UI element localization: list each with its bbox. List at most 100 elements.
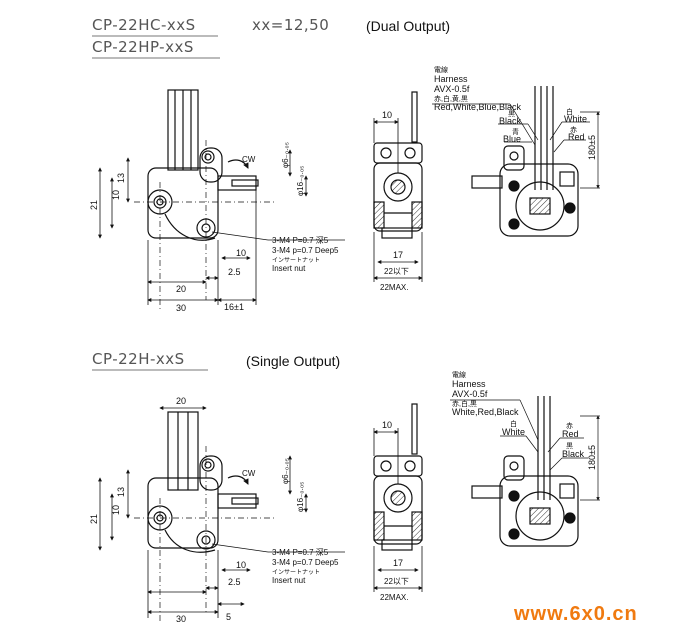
dual-wire-type: AVX-0.5f	[434, 84, 470, 94]
dual-dim-30: 30	[176, 303, 186, 313]
single-rear-view	[471, 396, 579, 547]
dual-wire-colors: Red,White,Blue,Black	[434, 102, 522, 112]
single-top-lug	[199, 455, 223, 491]
single-wire-bundle	[167, 411, 199, 491]
dual-dim-20: 20	[176, 284, 186, 294]
dual-insert-en: Insert nut	[272, 264, 306, 273]
dual-shaft	[217, 175, 257, 191]
dual-white: White	[564, 114, 587, 124]
dual-top-hole	[201, 150, 215, 164]
dual-thread-1: 3-M4 P=0.7 深5	[272, 236, 329, 245]
dual-rear-body	[499, 163, 579, 237]
single-dim-2-5: 2.5	[228, 577, 241, 587]
dual-black: Black	[499, 116, 522, 126]
dual-model-hp-title: CP-22HP-xxS	[92, 38, 194, 56]
dual-dim-10-bottom: 10	[236, 248, 246, 258]
dual-shaft-large: φ6₋₀.₀₅	[281, 142, 290, 168]
single-dim-5: 5	[226, 612, 231, 622]
title-underlines	[92, 35, 220, 371]
single-wire-colors-jp: 赤,白,黒	[452, 399, 477, 408]
single-side-dim-22: 22以下	[384, 577, 409, 586]
single-shaft-small: φ16₋₀.₀₅	[296, 482, 305, 512]
dual-harness: Harness	[434, 74, 468, 84]
single-red-jp: 赤	[566, 422, 573, 430]
dual-front-dimensions	[98, 149, 308, 305]
single-dim-180: 180±5	[587, 445, 597, 470]
dual-rear-leaders	[432, 103, 600, 189]
single-dim-10-bottom: 10	[236, 560, 246, 570]
single-white: White	[502, 427, 525, 437]
single-front-view	[134, 411, 345, 622]
dual-side-dim-10: 10	[382, 110, 392, 120]
dual-side-dimensions	[373, 118, 423, 282]
dual-red-jp: 赤	[570, 126, 577, 134]
single-white-jp: 白	[510, 419, 517, 428]
dual-side-dim-22max: 22MAX.	[380, 283, 408, 292]
single-red: Red	[562, 429, 579, 439]
single-black-jp: 黒	[566, 442, 573, 450]
single-harness: Harness	[452, 379, 486, 389]
dual-rear-view	[471, 86, 579, 237]
dual-thread-2: 3-M4 p=0.7 Deep5	[272, 246, 339, 255]
dual-dim-180: 180±5	[587, 135, 597, 160]
single-dim-10-left: 10	[111, 505, 121, 515]
single-cw-label: CW	[242, 469, 256, 478]
dual-dim-16: 16±1	[224, 302, 244, 312]
single-model-title: CP-22H-xxS	[92, 350, 185, 368]
single-side-dim-17: 17	[393, 558, 403, 568]
dual-dim-21: 21	[89, 200, 99, 210]
dual-dim-2-5: 2.5	[228, 267, 241, 277]
single-rear-shaft	[471, 485, 503, 499]
dual-side-wire	[411, 91, 418, 143]
single-front-dimensions	[98, 406, 308, 618]
single-rear-leaders	[450, 399, 600, 501]
dual-rear-shaft	[471, 175, 503, 189]
single-wire-colors: White,Red,Black	[452, 407, 519, 417]
dual-wire-colors-jp: 赤,白,黄,黒	[434, 94, 468, 103]
single-rear-pcb	[515, 491, 565, 541]
dual-blue: Blue	[503, 134, 521, 144]
dual-front-view	[134, 89, 345, 310]
single-black: Black	[562, 449, 585, 459]
dual-blue-jp: 青	[512, 127, 519, 136]
dual-red: Red	[568, 132, 585, 142]
dual-side-dim-22: 22以下	[384, 267, 409, 276]
single-dim-30: 30	[176, 614, 186, 624]
single-thread-2: 3-M4 p=0.7 Deep5	[272, 558, 339, 567]
single-body	[147, 477, 219, 549]
dual-output-note: (Dual Output)	[366, 18, 451, 34]
dual-dim-13: 13	[116, 173, 126, 183]
watermark-text: www.6x0.cn	[514, 603, 638, 625]
single-side-dim-22max: 22MAX.	[380, 593, 408, 602]
dual-white-jp: 白	[566, 107, 573, 116]
single-shaft-large: φ6₋₀.₀₅	[281, 458, 290, 484]
single-output-note: (Single Output)	[246, 353, 341, 369]
single-thread-1: 3-M4 P=0.7 深5	[272, 548, 329, 557]
single-insert-jp: インサートナット	[272, 569, 320, 576]
single-rear-body	[499, 475, 579, 547]
dual-rear-pcb	[515, 181, 565, 231]
single-side-view	[373, 403, 423, 551]
dual-insert-jp: インサートナット	[272, 257, 320, 264]
dual-shaft-small: φ16₋₀.₀₅	[296, 166, 305, 196]
single-bottom-hole	[196, 530, 216, 550]
dual-dim-10-left: 10	[111, 190, 121, 200]
dual-xx-values: xx=12,50	[252, 16, 330, 34]
single-dim-21: 21	[89, 514, 99, 524]
single-harness-jp: 電線	[452, 370, 466, 379]
single-side-dim-10: 10	[382, 420, 392, 430]
single-insert-en: Insert nut	[272, 576, 306, 585]
single-side-dimensions	[373, 428, 423, 592]
single-dim-13: 13	[116, 487, 126, 497]
dual-harness-jp: 電線	[434, 65, 448, 74]
single-dim-20: 20	[176, 396, 186, 406]
single-wire-type: AVX-0.5f	[452, 389, 488, 399]
dual-side-dim-17: 17	[393, 250, 403, 260]
dual-cw-label: CW	[242, 155, 256, 164]
single-side-wire	[411, 403, 418, 455]
dual-black-jp: 黒	[508, 110, 515, 118]
dual-body	[147, 167, 219, 239]
dual-model-hc-title: CP-22HC-xxS	[92, 16, 196, 34]
single-shaft	[217, 493, 257, 509]
